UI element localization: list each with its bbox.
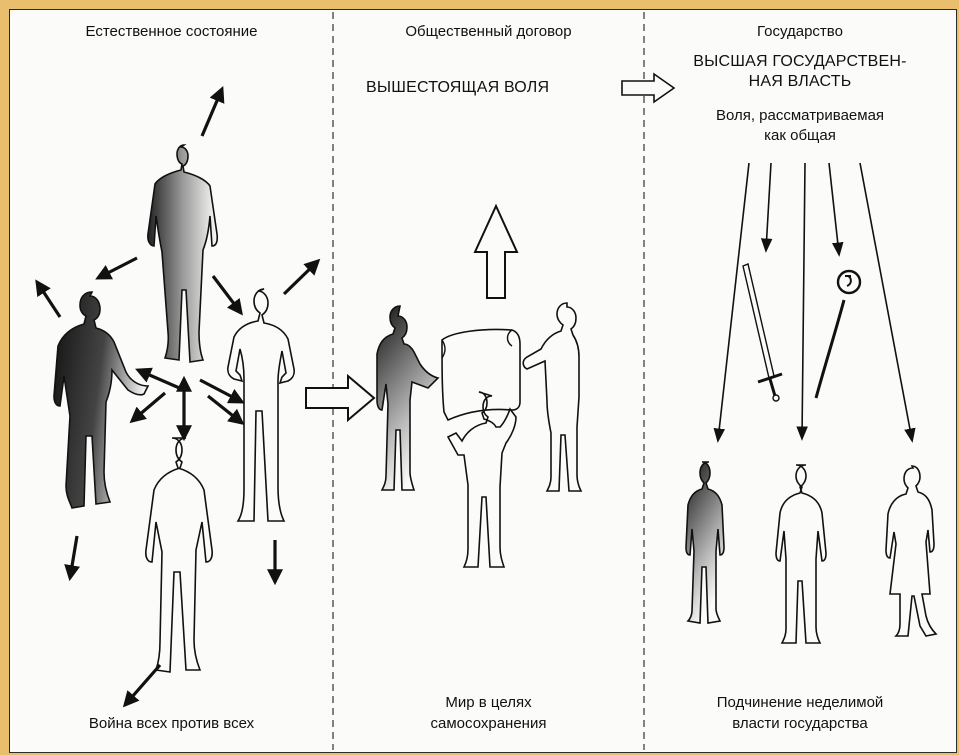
figure-top-center — [148, 145, 217, 362]
middle-panel-title: Общественный договор — [333, 22, 644, 41]
middle-panel-heading: ВЫШЕСТОЯЩАЯ ВОЛЯ — [366, 78, 616, 97]
scroll-document — [442, 329, 520, 420]
right-panel-subheading-line2: как общая — [644, 126, 956, 145]
sword-icon — [743, 264, 782, 401]
right-panel-heading-line1: ВЫСШАЯ ГОСУДАРСТВЕН- — [644, 52, 956, 71]
middle-panel-caption-line2: самосохранения — [333, 714, 644, 733]
figure-middle-dark-signing — [377, 306, 438, 490]
right-panel-heading-line2: НАЯ ВЛАСТЬ — [644, 72, 956, 91]
figure-right-arms-akimbo — [228, 289, 294, 521]
left-panel-caption: Война всех против всех — [10, 714, 333, 733]
left-panel-title: Естественное состояние — [10, 22, 333, 41]
diagram-frame: Естественное состояние Война всех против… — [9, 9, 957, 753]
authority-arrows — [718, 163, 912, 440]
right-panel-caption-line1: Подчинение неделимой — [644, 693, 956, 712]
upward-hollow-arrow — [475, 206, 517, 298]
crosier-icon — [816, 271, 860, 398]
middle-panel-caption-line1: Мир в целях — [333, 693, 644, 712]
right-panel-caption-line2: власти государства — [644, 714, 956, 733]
figure-middle-right-holding — [523, 303, 581, 491]
transition-arrow-left — [306, 376, 374, 420]
figure-subject-right — [886, 466, 936, 636]
figure-middle-front-raising — [448, 392, 516, 567]
figure-left-dark — [54, 292, 148, 508]
right-panel-title: Государство — [644, 22, 956, 41]
right-panel-subheading-line1: Воля, рассматриваемая — [644, 106, 956, 125]
figure-subject-dark — [686, 462, 724, 623]
figure-bottom-center — [146, 438, 212, 672]
figure-subject-middle — [776, 465, 826, 643]
